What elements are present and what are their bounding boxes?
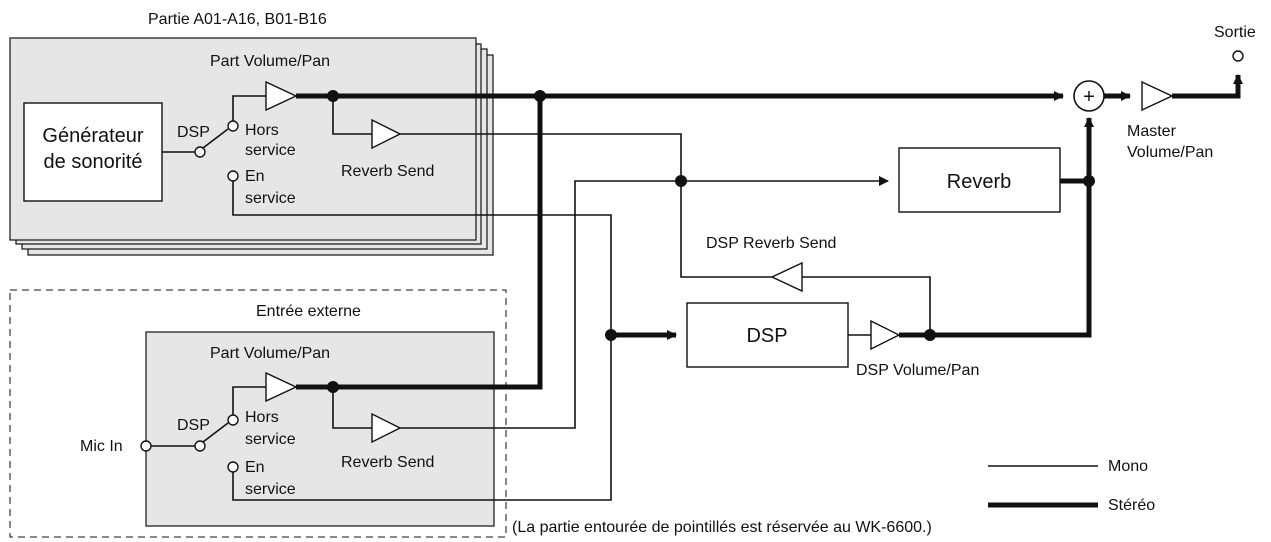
switch-on-contact-ext bbox=[227, 461, 239, 473]
dsp-reverb-send-label: DSP Reverb Send bbox=[706, 235, 836, 252]
master-label-line2: Volume/Pan bbox=[1127, 144, 1213, 161]
switch-off-contact-ext bbox=[227, 414, 239, 426]
dsp-reverb-send-line bbox=[802, 276, 931, 335]
reverb-label: Reverb bbox=[947, 171, 1011, 193]
dsp-volume-label: DSP Volume/Pan bbox=[856, 362, 979, 379]
off-label-ext-2: service bbox=[245, 431, 296, 448]
external-input-panel bbox=[145, 331, 495, 527]
part-volume-amp-top bbox=[265, 80, 298, 112]
dsp-switch-label-top: DSP bbox=[177, 124, 210, 141]
reverb-send-top-line bbox=[400, 133, 772, 278]
dsp-volume-amp bbox=[870, 319, 901, 351]
tone-generator-line2: de sonorité bbox=[44, 151, 143, 173]
dsp-box bbox=[686, 302, 849, 368]
switch-on-contact-top bbox=[227, 170, 239, 182]
parts-caption: Partie A01-A16, B01-B16 bbox=[148, 11, 327, 28]
junction-node bbox=[1083, 175, 1095, 187]
external-input-caption: Entrée externe bbox=[256, 303, 361, 320]
reverb-send-label-top: Reverb Send bbox=[341, 163, 434, 180]
junction-node bbox=[605, 329, 617, 341]
legend-mono-label: Mono bbox=[1108, 458, 1148, 475]
off-label-top-2: service bbox=[245, 142, 296, 159]
part-volume-label-top: Part Volume/Pan bbox=[210, 53, 330, 70]
footnote: (La partie entourée de pointillés est ré… bbox=[512, 519, 932, 536]
external-input-dashed-area bbox=[9, 289, 507, 538]
part-volume-amp-ext bbox=[265, 371, 298, 403]
junction-node bbox=[675, 175, 687, 187]
master-volume-amp bbox=[1141, 80, 1174, 112]
on-label-top-1: En bbox=[245, 168, 265, 185]
output-label: Sortie bbox=[1214, 24, 1256, 41]
switch-common-ext bbox=[194, 440, 206, 452]
junction-node bbox=[327, 90, 339, 102]
mic-in-label: Mic In bbox=[80, 438, 123, 455]
on-label-ext-1: En bbox=[245, 459, 265, 476]
off-label-ext-1: Hors bbox=[245, 409, 279, 426]
ext-stereo-line bbox=[296, 96, 543, 390]
legend-stereo-label: Stéréo bbox=[1108, 497, 1155, 514]
tone-generator-box bbox=[23, 102, 163, 202]
part-volume-label-ext: Part Volume/Pan bbox=[210, 345, 330, 362]
off-label-top-1: Hors bbox=[245, 122, 279, 139]
dsp-switch-label-ext: DSP bbox=[177, 417, 210, 434]
on-label-top-2: service bbox=[245, 190, 296, 207]
mic-in-jack bbox=[140, 440, 152, 452]
reverb-send-amp-ext bbox=[371, 412, 402, 444]
junction-node bbox=[327, 381, 339, 393]
output-jack bbox=[1232, 50, 1244, 62]
master-label-line1: Master bbox=[1127, 123, 1177, 140]
dsp-send-top-line bbox=[232, 181, 612, 335]
reverb-send-ext-line bbox=[400, 180, 681, 429]
switch-off-contact-top bbox=[227, 120, 239, 132]
mixer-sum-icon bbox=[1073, 80, 1105, 112]
mixer-plus-symbol: + bbox=[1083, 86, 1095, 108]
junction-node bbox=[534, 90, 546, 102]
tone-generator-line1: Générateur bbox=[42, 125, 144, 147]
output-line bbox=[1172, 74, 1243, 99]
switch-common-top bbox=[194, 146, 206, 158]
dsp-box-label: DSP bbox=[746, 325, 787, 347]
reverb-send-amp-top bbox=[371, 118, 402, 150]
reverb-send-label-ext: Reverb Send bbox=[341, 454, 434, 471]
reverb-return-line bbox=[1060, 117, 1094, 184]
dsp-send-ext-line bbox=[232, 335, 612, 501]
dsp-reverb-send-amp bbox=[770, 261, 803, 293]
reverb-box bbox=[898, 147, 1061, 213]
on-label-ext-2: service bbox=[245, 481, 296, 498]
dsp-return-line bbox=[899, 181, 1092, 338]
junction-node bbox=[924, 329, 936, 341]
